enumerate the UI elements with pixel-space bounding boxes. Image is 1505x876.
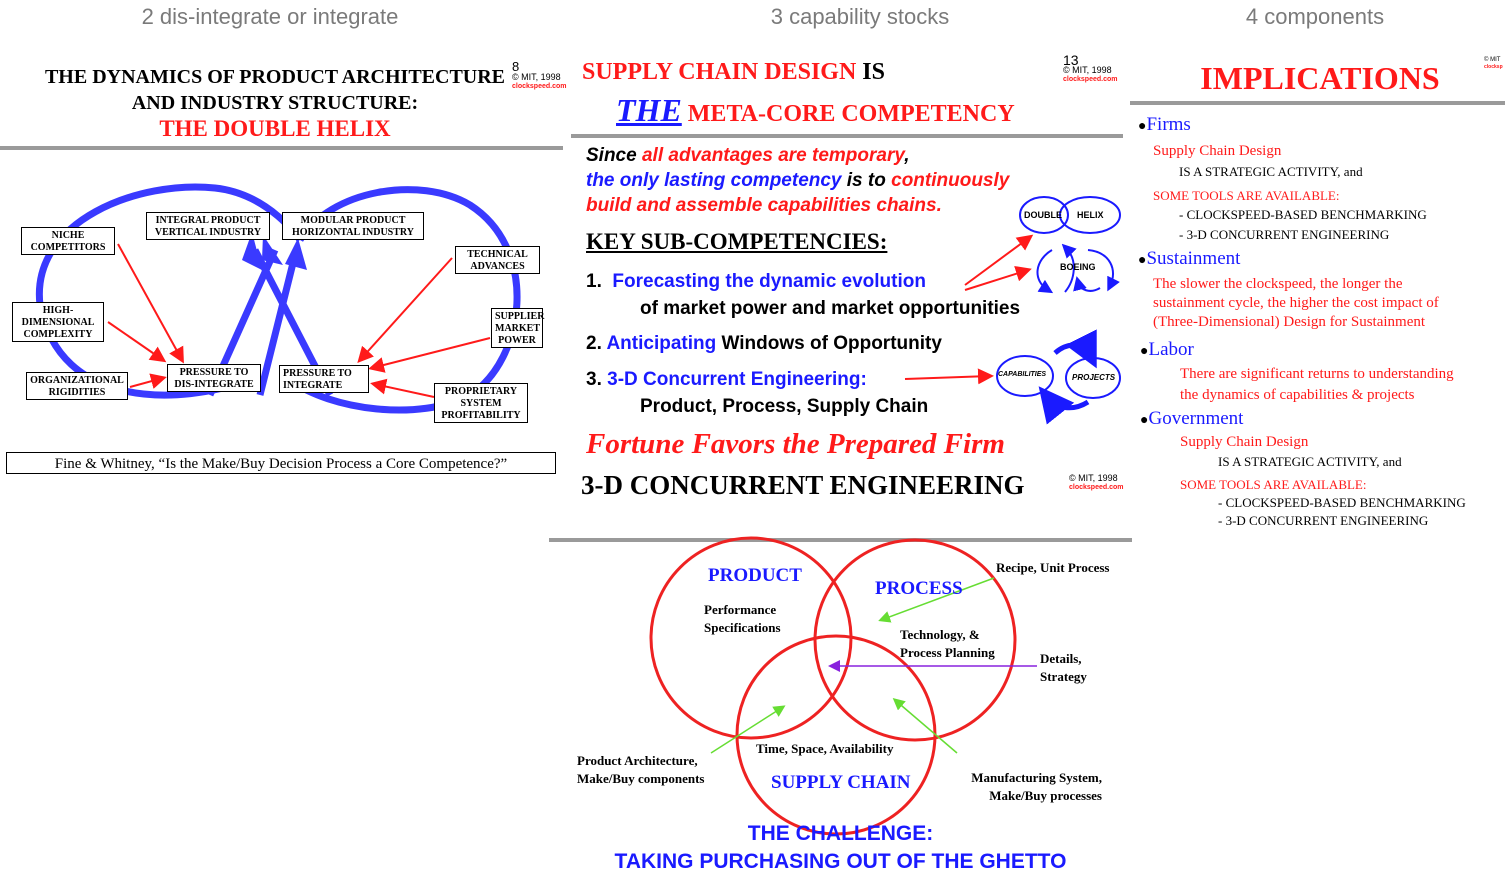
helix-double-label: DOUBLE — [1024, 210, 1062, 220]
slide4-divider — [1130, 101, 1505, 105]
venn-details-text: Details,Strategy — [1040, 651, 1087, 684]
venn-time-text: Time, Space, Availability — [756, 741, 894, 756]
gov-line4: - CLOCKSPEED-BASED BENCHMARKING — [1218, 495, 1466, 510]
sustainment-text: The slower the clockspeed, the longer th… — [1153, 276, 1439, 330]
slide3-title: 3-D CONCURRENT ENGINEERING — [581, 470, 1025, 500]
firms-line1: Supply Chain Design — [1153, 143, 1282, 159]
box-modular-product: MODULAR PRODUCT HORIZONTAL INDUSTRY — [282, 212, 424, 240]
bullet-labor: ●Labor — [1140, 339, 1194, 360]
column-title-3: 4 components — [1245, 4, 1385, 29]
labor-text: There are significant returns to underst… — [1180, 366, 1454, 403]
slide2-title-line1: SUPPLY CHAIN DESIGN IS — [582, 59, 885, 85]
column-title-1: 2 dis-integrate or integrate — [141, 4, 399, 29]
slide1-mit-stamp: 8 © MIT, 1998 clockspeed.com — [512, 59, 567, 90]
slide2-title-line2: THE META-CORE COMPETENCY — [616, 92, 1015, 128]
box-integral-product: INTEGRAL PRODUCT VERTICAL INDUSTRY — [146, 212, 270, 240]
venn-manufacturing-text: Manufacturing System,Make/Buy processes — [971, 770, 1102, 803]
slide3-divider — [549, 538, 1132, 542]
slide4-mit-stamp: © MIT clocksp — [1484, 57, 1503, 70]
firms-line2: IS A STRATEGIC ACTIVITY, and — [1179, 164, 1363, 179]
bullet-firms: ●Firms — [1138, 114, 1191, 135]
box-niche-competitors: NICHE COMPETITORS — [21, 227, 115, 255]
slide2-divider — [571, 134, 1123, 138]
capabilities-label: CAPABILITIES — [998, 371, 1047, 378]
venn-recipe-text: Recipe, Unit Process — [996, 560, 1110, 575]
venn-diagram — [649, 536, 1037, 836]
box-supplier-market-power: SUPPLIER MARKET POWER — [491, 308, 544, 348]
gov-line5: - 3-D CONCURRENT ENGINEERING — [1218, 513, 1429, 528]
venn-product-label: PRODUCT — [708, 565, 802, 586]
slide2-intro: Since all advantages are temporary, the … — [586, 145, 1010, 216]
slide1-title-line1: THE DYNAMICS OF PRODUCT ARCHITECTURE — [44, 66, 506, 88]
helix-helix-label: HELIX — [1077, 210, 1104, 220]
firms-line4: - CLOCKSPEED-BASED BENCHMARKING — [1179, 207, 1427, 222]
box-high-dimensional-complexity: HIGH-DIMENSIONAL COMPLEXITY — [12, 302, 104, 342]
boeing-label: BOEING — [1060, 262, 1096, 272]
firms-line3: SOME TOOLS ARE AVAILABLE: — [1153, 188, 1340, 203]
slide2-item1: 1. Forecasting the dynamic evolution of … — [586, 271, 1021, 319]
challenge-line1: THE CHALLENGE: — [747, 822, 934, 845]
bullet-government: ●Government — [1140, 408, 1244, 429]
slide2-item2: 2. Anticipating Windows of Opportunity — [586, 333, 942, 354]
slide3-mit-stamp: © MIT, 1998 clockspeed.com — [1069, 473, 1124, 491]
venn-technology-text: Technology, &Process Planning — [900, 627, 995, 660]
slide1-citation: Fine & Whitney, “Is the Make/Buy Decisio… — [6, 452, 556, 474]
slide2-key-heading: KEY SUB-COMPETENCIES: — [586, 229, 888, 254]
box-proprietary-system: PROPRIETARY SYSTEM PROFITABILITY — [434, 383, 528, 423]
gov-line1: Supply Chain Design — [1180, 434, 1309, 450]
gov-line3: SOME TOOLS ARE AVAILABLE: — [1180, 477, 1367, 492]
box-technical-advances: TECHNICAL ADVANCES — [455, 246, 540, 274]
slide1-divider — [0, 146, 563, 150]
box-pressure-integrate: PRESSURE TO INTEGRATE — [279, 365, 369, 393]
venn-product-architecture-text: Product Architecture,Make/Buy components — [577, 753, 705, 786]
slide1-title-line3: THE DOUBLE HELIX — [159, 116, 391, 141]
gov-line2: IS A STRATEGIC ACTIVITY, and — [1218, 454, 1402, 469]
column-title-2: 3 capability stocks — [770, 4, 950, 29]
slide2-mit-stamp: 13 © MIT, 1998 clockspeed.com — [1063, 52, 1118, 83]
firms-line5: - 3-D CONCURRENT ENGINEERING — [1179, 227, 1390, 242]
projects-label: PROJECTS — [1072, 373, 1116, 382]
slide2-item3: 3. 3-D Concurrent Engineering: Product, … — [586, 369, 929, 417]
challenge-line2: TAKING PURCHASING OUT OF THE GHETTO — [614, 850, 1067, 873]
box-pressure-dis-integrate: PRESSURE TO DIS-INTEGRATE — [167, 364, 261, 392]
venn-supply-chain-label: SUPPLY CHAIN — [771, 772, 911, 793]
slide2-mini-diagrams — [904, 196, 1121, 425]
slide2-fortune: Fortune Favors the Prepared Firm — [586, 428, 1005, 460]
slide4-title: IMPLICATIONS — [1200, 60, 1440, 96]
slide3-challenge: THE CHALLENGE: TAKING PURCHASING OUT OF … — [549, 820, 1132, 876]
slide1-title-line2: AND INDUSTRY STRUCTURE: — [131, 92, 419, 114]
venn-process-label: PROCESS — [875, 578, 963, 599]
slide1-title: THE DYNAMICS OF PRODUCT ARCHITECTURE AND… — [0, 64, 550, 142]
bullet-sustainment: ●Sustainment — [1138, 248, 1241, 269]
box-organizational-rigidities: ORGANIZATIONAL RIGIDITIES — [26, 372, 128, 400]
